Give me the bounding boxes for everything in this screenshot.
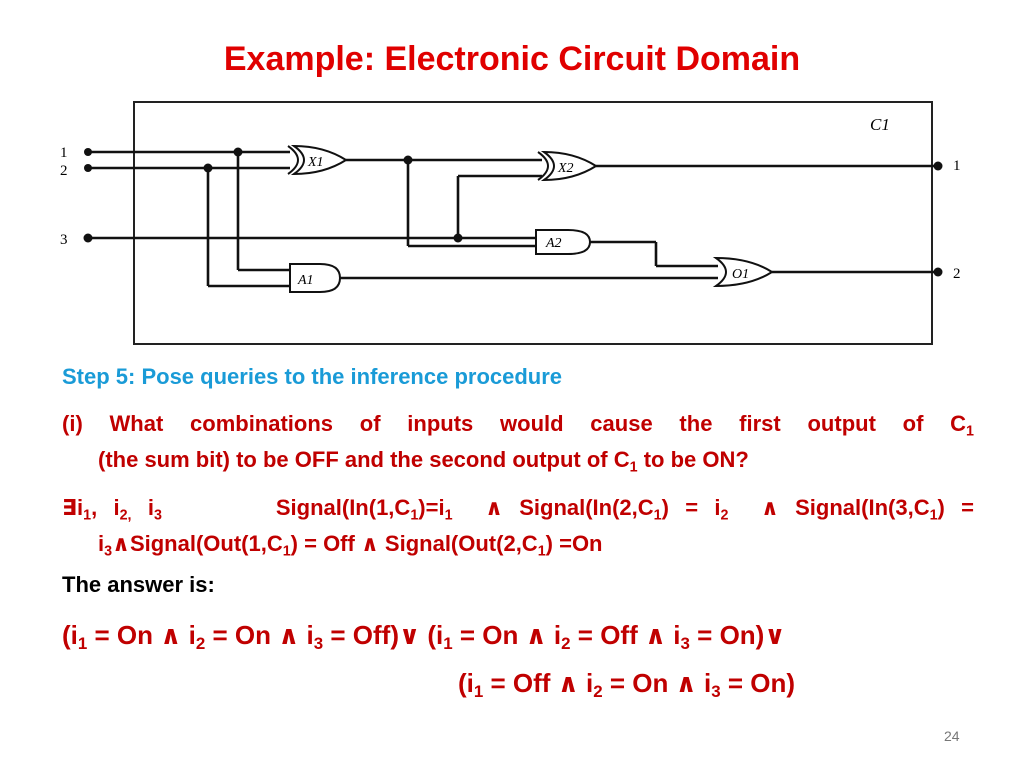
question-line-2: (the sum bit) to be OFF and the second o… bbox=[98, 447, 749, 476]
output-label-2: 2 bbox=[953, 266, 961, 282]
input-label-3: 3 bbox=[60, 232, 68, 248]
xor-gate-x1 bbox=[287, 144, 348, 176]
answer-line-2: (i1 = Off ∧ i2 = On ∧ i3 = On) bbox=[458, 668, 796, 702]
gate-label-x1: X1 bbox=[307, 155, 324, 170]
answer-line-1: (i1 = On ∧ i2 = On ∧ i3 = Off)∨ (i1 = On… bbox=[62, 620, 786, 654]
answer-label: The answer is: bbox=[62, 572, 215, 597]
and-gate-a2 bbox=[535, 229, 592, 255]
circuit-box bbox=[133, 101, 933, 345]
step-heading: Step 5: Pose queries to the inference pr… bbox=[62, 364, 563, 389]
box-label: C1 bbox=[870, 115, 890, 134]
input-label-2: 2 bbox=[60, 163, 68, 179]
and-gate-a1 bbox=[289, 263, 342, 293]
page-number: 24 bbox=[944, 728, 960, 744]
gate-label-a1: A1 bbox=[297, 273, 314, 288]
input-label-1: 1 bbox=[60, 145, 68, 161]
slide-title: Example: Electronic Circuit Domain bbox=[223, 40, 801, 78]
output-label-1: 1 bbox=[953, 158, 961, 174]
question-line-1: (i) What combinations of inputs would ca… bbox=[62, 411, 974, 440]
xor-gate-x2 bbox=[537, 150, 598, 182]
query-expression-line-2: i3∧Signal(Out(1,C1) = Off ∧ Signal(Out(2… bbox=[98, 531, 603, 560]
query-expression-line-1: ∃i1, i2, i3 Signal(In(1,C1)=i1 ∧ Signal(… bbox=[62, 495, 974, 524]
gate-label-o1: O1 bbox=[732, 267, 749, 282]
gate-label-x2: X2 bbox=[557, 161, 574, 176]
or-gate-o1 bbox=[712, 256, 774, 288]
gate-label-a2: A2 bbox=[545, 236, 562, 251]
circuit-diagram: C1 1 2 3 1 2 bbox=[60, 101, 961, 345]
